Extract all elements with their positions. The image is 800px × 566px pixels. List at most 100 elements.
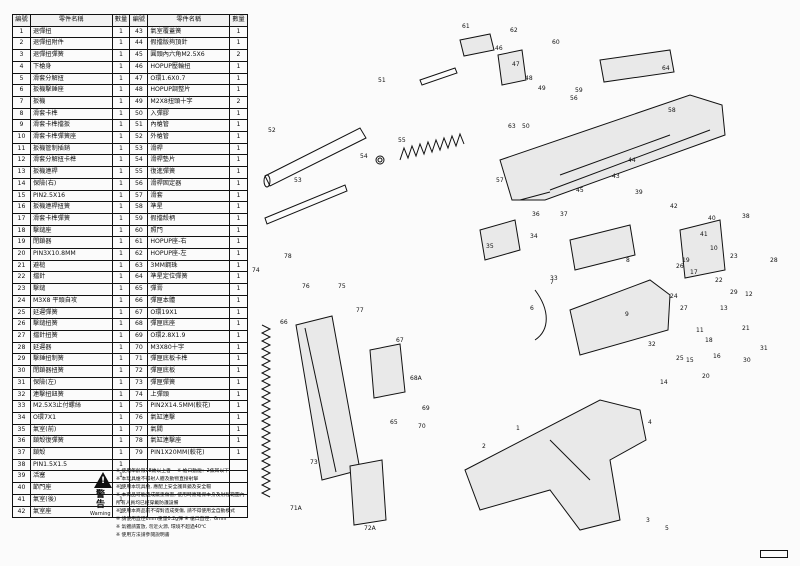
table-cell: 2 <box>229 95 248 109</box>
callout-number: 19 <box>682 257 690 264</box>
table-cell: 1 <box>229 107 248 121</box>
table-cell: 1 <box>111 388 131 402</box>
table-cell: 16 <box>12 201 31 214</box>
table-cell: 擋針扭簧 <box>29 329 113 343</box>
table-cell: 66 <box>129 294 149 308</box>
table-cell: PIN2X14.5MM(較花) <box>147 400 230 413</box>
magazine-body <box>295 315 361 481</box>
header-qty-right: 數量 <box>229 14 248 27</box>
table-cell: 1 <box>111 365 131 378</box>
callout-number: 76 <box>302 283 310 290</box>
callout-number: 62 <box>510 27 518 34</box>
table-cell: 25 <box>12 306 31 320</box>
table-cell: 35 <box>12 423 31 437</box>
table-cell: 1 <box>111 306 131 320</box>
callout-number: 42 <box>670 203 678 210</box>
callout-number: 63 <box>508 123 516 130</box>
table-cell: 彈匣本體 <box>147 294 230 308</box>
table-cell: 擊鎚扭簧 <box>29 318 113 331</box>
table-cell: 1 <box>111 271 131 285</box>
warning-line: ※ 使用年齡限18歲以上者 ※ 槍口動能：2焦耳以下 <box>116 469 229 474</box>
table-cell: 64 <box>129 271 149 285</box>
callout-number: 9 <box>625 311 629 318</box>
callout-number: 13 <box>720 305 728 312</box>
callout-number: 6 <box>530 305 534 312</box>
table-cell: 67 <box>129 306 149 320</box>
table-cell <box>229 493 248 507</box>
table-cell: 彈匣底板 <box>147 365 230 378</box>
table-cell: 36 <box>12 435 31 449</box>
table-cell: 圓頭內六角M2.5X6 <box>147 49 230 62</box>
table-cell: 1 <box>229 318 248 331</box>
warning-lines: ※ 使用年齡限18歲以上者 ※ 槍口動能：2焦耳以下 ※ 本玩具槍不得射人體及動物… <box>116 468 245 540</box>
header-qty-left: 數量 <box>111 14 131 27</box>
table-cell: 9 <box>12 119 31 133</box>
callout-number: 40 <box>708 215 716 222</box>
trigger-group <box>569 279 671 356</box>
table-cell: 1 <box>111 142 131 156</box>
callout-number: 44 <box>628 157 636 164</box>
table-cell: 22 <box>12 271 31 285</box>
table-cell: 假擋殼柄 <box>147 212 230 226</box>
table-cell: 24 <box>12 294 31 308</box>
table-cell: 52 <box>129 131 149 144</box>
table-cell: HOPUP座-右 <box>147 236 230 250</box>
table-cell <box>229 505 248 519</box>
callout-number: 50 <box>522 123 530 130</box>
table-header-row: 編號 零件名稱 數量 編號 零件名稱 數量 <box>12 14 248 27</box>
table-cell: 56 <box>129 177 149 191</box>
table-cell: HOPUP壓輪扭 <box>147 60 230 74</box>
warning-line: ※ 使用本玩具槍, 應配上安全護目鏡及安全帽 <box>116 485 211 490</box>
table-cell: 1 <box>229 25 248 39</box>
callout-number: 28 <box>770 257 778 264</box>
table-cell: 氣缸連擊座 <box>147 435 230 449</box>
table-cell: 27 <box>12 329 31 343</box>
table-cell: 75 <box>129 400 149 413</box>
table-cell: 1 <box>229 259 248 273</box>
callout-number: 71A <box>290 505 303 512</box>
magazine-base <box>349 459 387 526</box>
table-cell: M3X8 平頭自攻 <box>29 294 113 308</box>
callout-number: 1 <box>516 425 520 432</box>
table-cell: 扳機連桿扭簧 <box>29 201 113 214</box>
callout-number: 43 <box>612 173 620 180</box>
table-cell: 43 <box>129 25 149 39</box>
table-cell: 18 <box>12 224 31 238</box>
table-cell: 3MM鋼珠 <box>147 259 230 273</box>
table-cell: 71 <box>129 353 149 367</box>
callout-number: 38 <box>742 213 750 220</box>
table-cell: 1 <box>229 166 248 179</box>
callout-number: 18 <box>705 337 713 344</box>
table-cell: 鎖殼復彈簧 <box>29 435 113 449</box>
table-cell: 21 <box>12 259 31 273</box>
slide-body <box>499 94 726 201</box>
table-cell: 63 <box>129 259 149 273</box>
callout-number: 56 <box>570 95 578 102</box>
table-cell: 39 <box>12 470 31 484</box>
table-cell: 1 <box>111 189 131 203</box>
warning-line: ※ 本玩具槍不得射人體及動物直接射擊 <box>116 477 199 482</box>
table-cell: 1 <box>111 411 131 425</box>
table-cell: 29 <box>12 353 31 367</box>
callout-number: 48 <box>525 75 533 82</box>
outer-barrel <box>264 127 367 187</box>
table-cell: 50 <box>129 107 149 121</box>
table-cell: 1 <box>12 25 31 39</box>
table-cell: 28 <box>12 341 31 355</box>
table-cell: 55 <box>129 166 149 179</box>
